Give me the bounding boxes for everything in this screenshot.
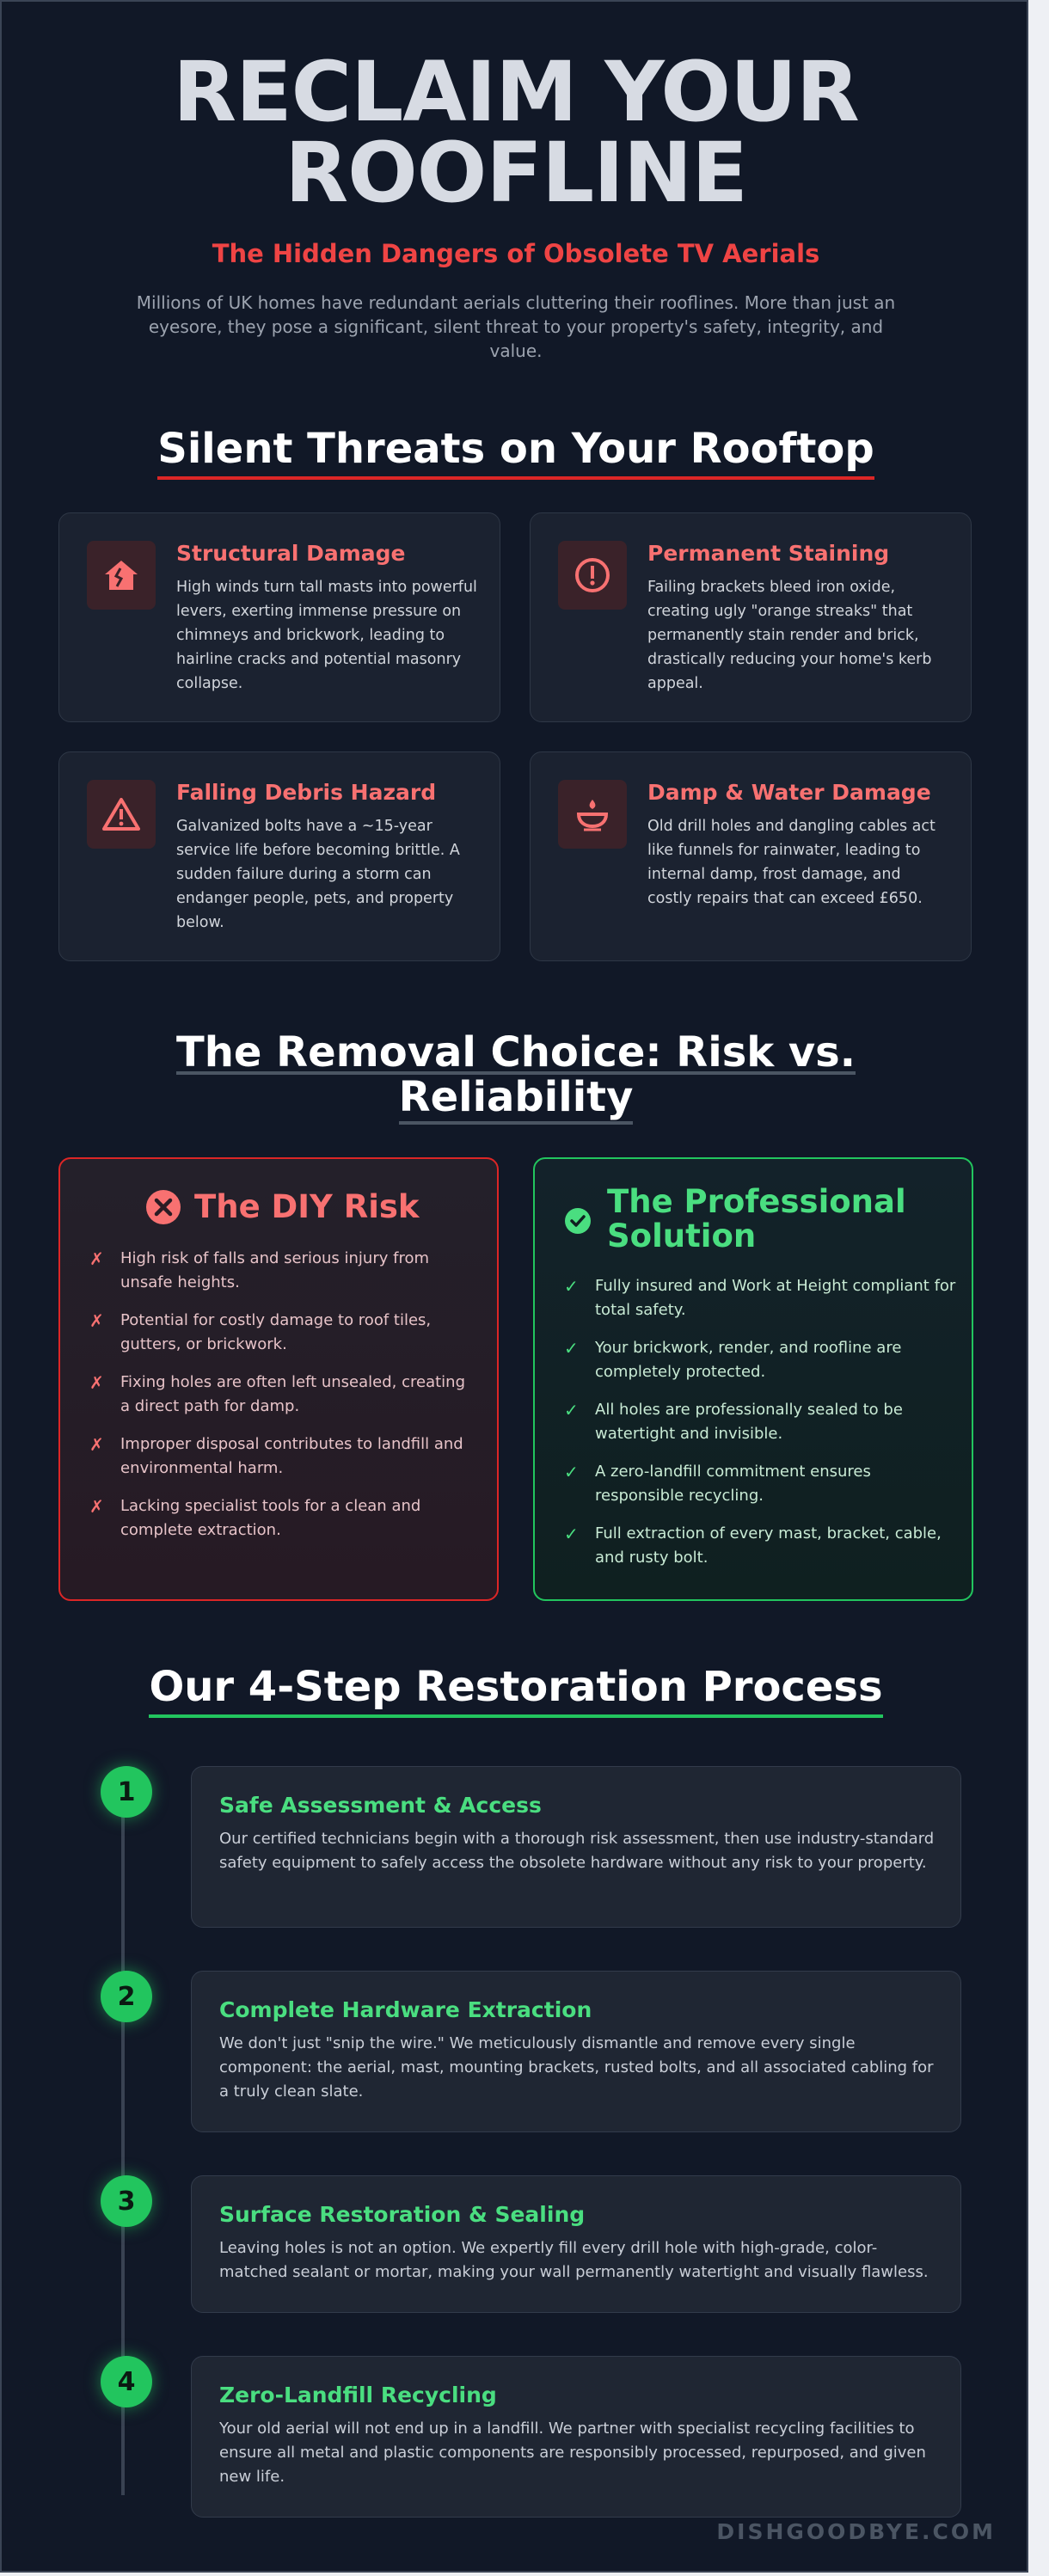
step-title: Surface Restoration & Sealing (219, 2202, 586, 2227)
hero-title-line1: RECLAIM YOUR (173, 44, 860, 140)
threat-desc: Old drill holes and dangling cables act … (647, 818, 936, 907)
list-item: ✗Improper disposal contributes to landfi… (89, 1434, 463, 1477)
threat-desc: Galvanized bolts have a ~15-year service… (176, 818, 460, 931)
step-desc: Your old aerial will not end up in a lan… (219, 2420, 926, 2486)
check-icon: ✓ (564, 1400, 579, 1420)
timeline-line (121, 1792, 125, 2495)
hero-title-line2: ROOFLINE (285, 125, 748, 221)
threat-desc: High winds turn tall masts into powerful… (176, 579, 477, 692)
infographic-page: RECLAIM YOUR ROOFLINE The Hidden Dangers… (0, 0, 1028, 2573)
hero-title: RECLAIM YOUR ROOFLINE (2, 44, 1030, 221)
step-desc: Leaving holes is not an option. We exper… (219, 2239, 929, 2281)
check-circle-icon (564, 1207, 592, 1238)
footer-brand[interactable]: DISHGOODBYE.COM (716, 2519, 996, 2544)
step-title: Zero-Landfill Recycling (219, 2383, 497, 2407)
pro-title: The Professional Solution (607, 1183, 906, 1254)
step-number-1: 1 (101, 1766, 152, 1818)
process-heading-text: Our 4-Step Restoration Process (149, 1665, 883, 1718)
process-heading: Our 4-Step Restoration Process (2, 1665, 1030, 1718)
step-card-2: Complete Hardware Extraction We don't ju… (191, 1971, 961, 2132)
step-number-3: 3 (101, 2175, 152, 2227)
threat-card-staining: Permanent Staining Failing brackets blee… (530, 512, 972, 722)
warning-triangle-icon (87, 780, 156, 849)
choice-heading-line2: Reliability (398, 1076, 634, 1125)
list-item: ✗Fixing holes are often left unsealed, c… (89, 1372, 465, 1415)
diy-list: ✗High risk of falls and serious injury f… (89, 1247, 473, 1556)
hero-intro: Millions of UK homes have redundant aeri… (136, 292, 896, 361)
diy-title: The DIY Risk (194, 1188, 420, 1225)
exclamation-circle-icon (558, 541, 627, 610)
check-icon: ✓ (564, 1462, 579, 1482)
threat-title: Falling Debris Hazard (176, 780, 437, 805)
diy-risk-card: The DIY Risk ✗High risk of falls and ser… (58, 1157, 499, 1601)
threat-card-damp: Damp & Water Damage Old drill holes and … (530, 751, 972, 961)
list-item: ✓A zero-landfill commitment ensures resp… (564, 1462, 871, 1505)
pro-list: ✓Fully insured and Work at Height compli… (564, 1274, 956, 1584)
choice-heading: The Removal Choice: Risk vs. Reliability (2, 1030, 1030, 1125)
step-title: Safe Assessment & Access (219, 1793, 542, 1818)
professional-solution-card: The Professional Solution ✓Fully insured… (533, 1157, 973, 1601)
step-card-3: Surface Restoration & Sealing Leaving ho… (191, 2175, 961, 2313)
cross-icon: ✗ (89, 1434, 104, 1455)
check-icon: ✓ (564, 1338, 579, 1359)
cross-icon: ✗ (89, 1372, 104, 1393)
threat-title: Permanent Staining (647, 541, 890, 566)
step-number-2: 2 (101, 1971, 152, 2022)
check-icon: ✓ (564, 1276, 579, 1297)
step-desc: We don't just "snip the wire." We meticu… (219, 2034, 934, 2101)
cross-icon: ✗ (89, 1248, 104, 1269)
choice-heading-line1: The Removal Choice: Risk vs. (176, 1028, 856, 1076)
x-circle-icon (144, 1188, 182, 1230)
threats-heading: Silent Threats on Your Rooftop (2, 426, 1030, 480)
step-number-4: 4 (101, 2356, 152, 2407)
threat-card-debris: Falling Debris Hazard Galvanized bolts h… (58, 751, 500, 961)
step-desc: Our certified technicians begin with a t… (219, 1830, 935, 1872)
check-icon: ✓ (564, 1524, 579, 1544)
list-item: ✗Lacking specialist tools for a clean an… (89, 1496, 421, 1539)
threat-card-structural: Structural Damage High winds turn tall m… (58, 512, 500, 722)
threats-heading-text: Silent Threats on Your Rooftop (157, 426, 874, 480)
step-card-1: Safe Assessment & Access Our certified t… (191, 1766, 961, 1928)
cross-icon: ✗ (89, 1496, 104, 1517)
list-item: ✗High risk of falls and serious injury f… (89, 1248, 429, 1291)
hero-subtitle: The Hidden Dangers of Obsolete TV Aerial… (212, 239, 820, 268)
list-item: ✓Your brickwork, render, and roofline ar… (564, 1338, 902, 1381)
threat-title: Structural Damage (176, 541, 406, 566)
water-drip-icon (558, 780, 627, 849)
house-damage-icon (87, 541, 156, 610)
list-item: ✓Full extraction of every mast, bracket,… (564, 1524, 942, 1567)
list-item: ✓All holes are professionally sealed to … (564, 1400, 903, 1443)
cross-icon: ✗ (89, 1310, 104, 1331)
step-title: Complete Hardware Extraction (219, 1997, 592, 2022)
step-card-4: Zero-Landfill Recycling Your old aerial … (191, 2356, 961, 2518)
list-item: ✗Potential for costly damage to roof til… (89, 1310, 432, 1353)
list-item: ✓Fully insured and Work at Height compli… (564, 1276, 956, 1319)
threat-desc: Failing brackets bleed iron oxide, creat… (647, 579, 932, 692)
threat-title: Damp & Water Damage (647, 780, 931, 805)
